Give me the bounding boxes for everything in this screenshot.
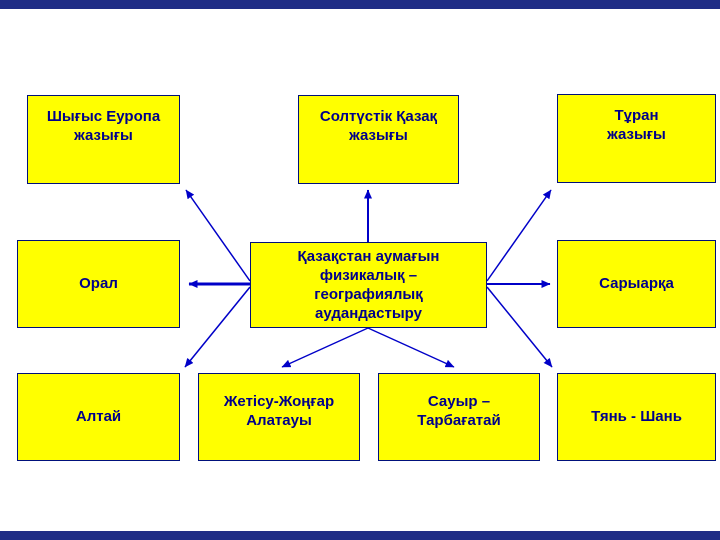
node-oral: Орал: [17, 240, 180, 328]
node-turan: Тұран жазығы: [557, 94, 716, 183]
node-shygys-europa-label: Шығыс Еуропа жазығы: [46, 108, 161, 145]
node-sauyr-tarbagatai-label: Сауыр – Тарбағатай: [417, 392, 501, 429]
node-turan-label: Тұран жазығы: [607, 107, 666, 144]
node-shygys-europa: Шығыс Еуропа жазығы: [27, 95, 180, 184]
node-center-topic: Қазақстан аумағын физикалық – географиял…: [250, 242, 487, 328]
slide-top-border: [0, 0, 720, 9]
node-saryarka-label: Сарыарқа: [599, 275, 674, 293]
arrow-center-to-zhetisu: [281, 327, 369, 368]
node-tian-shan-label: Тянь - Шань: [591, 408, 682, 426]
node-zhetisu-zhongar-label: Жетісу-Жоңғар Алатауы: [223, 392, 335, 429]
node-soltustik-kazak: Солтүстік Қазақ жазығы: [298, 95, 459, 184]
arrow-center-to-altai: [184, 286, 251, 368]
node-soltustik-kazak-label: Солтүстік Қазақ жазығы: [319, 108, 438, 145]
node-sauyr-tarbagatai: Сауыр – Тарбағатай: [378, 373, 540, 461]
node-altai: Алтай: [17, 373, 180, 461]
node-zhetisu-zhongar: Жетісу-Жоңғар Алатауы: [198, 373, 360, 461]
node-center-topic-label: Қазақстан аумағын физикалық – географиял…: [297, 247, 440, 323]
node-tian-shan: Тянь - Шань: [557, 373, 716, 461]
slide-bottom-border: [0, 531, 720, 540]
node-saryarka: Сарыарқа: [557, 240, 716, 328]
node-altai-label: Алтай: [75, 408, 122, 426]
node-oral-label: Орал: [79, 275, 118, 293]
arrow-center-to-sauyr: [367, 327, 455, 368]
arrow-center-to-tian: [486, 286, 553, 368]
arrow-center-to-turan: [486, 189, 552, 282]
arrow-center-to-shygys: [185, 189, 251, 282]
